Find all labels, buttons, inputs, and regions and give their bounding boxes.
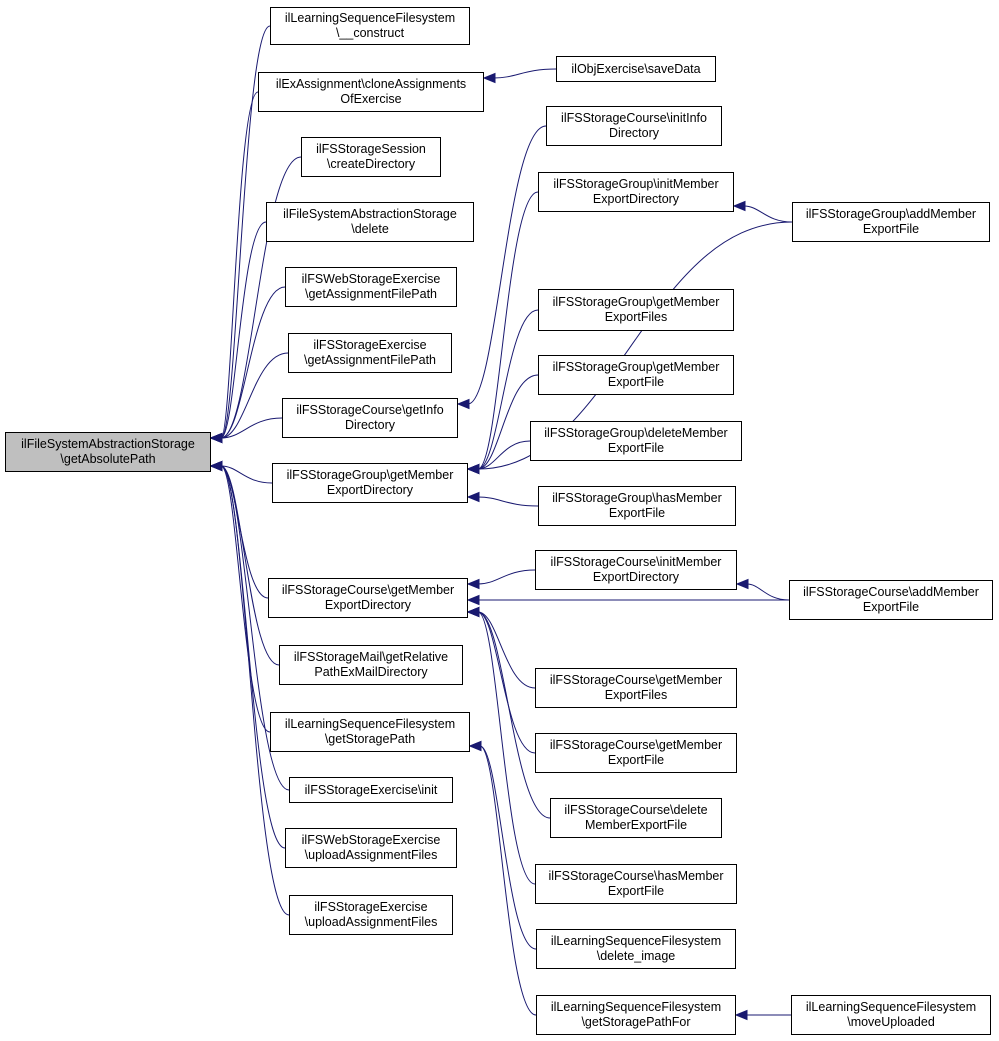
edge-course_initinfo-to-course_getinfo bbox=[467, 125, 547, 405]
arrowhead-group_hasfile-to-group_getdir bbox=[466, 491, 480, 503]
node-webexercise-uploadassignmentfiles[interactable]: ilFSWebStorageExercise\uploadAssignmentF… bbox=[285, 828, 457, 868]
node-lsfs-construct[interactable]: ilLearningSequenceFilesystem\__construct bbox=[270, 7, 470, 45]
edge-group_getdir-to-root bbox=[220, 465, 273, 484]
node-lsfs-moveuploaded[interactable]: ilLearningSequenceFilesystem\moveUploade… bbox=[791, 995, 991, 1035]
node-lsfs-getstoragepath[interactable]: ilLearningSequenceFilesystem\getStorageP… bbox=[270, 712, 470, 752]
arrowhead-lsfs_getpathfor-to-lsfs_getpath bbox=[468, 740, 482, 752]
arrowhead-course_initmember-to-course_getdir bbox=[466, 578, 480, 590]
edge-group_addmember-to-group_initmember bbox=[743, 205, 793, 223]
node-exercise-init[interactable]: ilFSStorageExercise\init bbox=[289, 777, 453, 803]
arrowhead-group_deletefile-to-group_getdir bbox=[466, 463, 480, 475]
edge-lsfs_getpathfor-to-lsfs_getpath bbox=[479, 745, 537, 1016]
edge-course_getfile-to-course_getdir bbox=[477, 611, 536, 754]
arrowhead-ex_upload-to-root bbox=[209, 460, 223, 472]
edge-group_getfiles-to-group_getdir bbox=[477, 309, 539, 470]
edge-fsas_delete-to-root bbox=[220, 221, 267, 439]
edge-lsfs_construct-to-root bbox=[220, 25, 271, 439]
arrowhead-course_addmember-to-course_initmember bbox=[735, 578, 749, 590]
edge-ex_init-to-root bbox=[220, 465, 290, 791]
arrowhead-course_getinfo-to-root bbox=[209, 432, 223, 444]
arrowhead-course_initinfo-to-course_getinfo bbox=[456, 398, 470, 410]
node-exercise-getassignmentfilepath[interactable]: ilFSStorageExercise\getAssignmentFilePat… bbox=[288, 333, 452, 373]
arrowhead-objex_save-to-exassign_clone bbox=[482, 72, 496, 84]
edge-course_getfiles-to-course_getdir bbox=[477, 611, 536, 689]
edge-course_deletefile-to-course_getdir bbox=[477, 611, 551, 819]
edge-course_addmember-to-course_initmember bbox=[746, 583, 790, 601]
edge-group_getfile-to-group_getdir bbox=[477, 374, 539, 470]
edge-exassign_clone-to-root bbox=[220, 91, 259, 439]
edge-course_hasfile-to-course_getdir bbox=[477, 611, 536, 885]
edge-group_deletefile-to-group_getdir bbox=[477, 440, 531, 470]
edge-mail_getrel-to-root bbox=[220, 465, 280, 666]
arrowhead-group_addmember-to-group_initmember bbox=[732, 200, 746, 212]
edge-webex_upload-to-root bbox=[220, 465, 286, 849]
edge-objex_save-to-exassign_clone bbox=[493, 68, 557, 79]
edge-group_hasfile-to-group_getdir bbox=[477, 496, 539, 507]
node-webexercise-getassignmentfilepath[interactable]: ilFSWebStorageExercise\getAssignmentFile… bbox=[285, 267, 457, 307]
node-fsas-delete[interactable]: ilFileSystemAbstractionStorage\delete bbox=[266, 202, 474, 242]
edge-webex_getpath-to-root bbox=[220, 286, 286, 439]
node-session-createdirectory[interactable]: ilFSStorageSession\createDirectory bbox=[301, 137, 441, 177]
edge-group_addmember-to-group_getdir bbox=[477, 221, 793, 470]
node-objexercise-savedata[interactable]: ilObjExercise\saveData bbox=[556, 56, 716, 82]
node-lsfs-deleteimage[interactable]: ilLearningSequenceFilesystem\delete_imag… bbox=[536, 929, 736, 969]
node-root-getabsolutepath: ilFileSystemAbstractionStorage\getAbsolu… bbox=[5, 432, 211, 472]
edge-session_createdir-to-root bbox=[220, 156, 302, 439]
edge-ex_upload-to-root bbox=[220, 465, 290, 916]
arrowhead-course_hasfile-to-course_getdir bbox=[466, 606, 480, 618]
edge-lsfs_getpath-to-root bbox=[220, 465, 271, 733]
edge-group_initmember-to-group_getdir bbox=[477, 191, 539, 470]
node-exercise-uploadassignmentfiles[interactable]: ilFSStorageExercise\uploadAssignmentFile… bbox=[289, 895, 453, 935]
edge-course_initmember-to-course_getdir bbox=[477, 569, 536, 585]
node-lsfs-getstoragepathfor[interactable]: ilLearningSequenceFilesystem\getStorageP… bbox=[536, 995, 736, 1035]
arrowhead-course_addmember-to-course_getdir bbox=[466, 594, 480, 606]
arrowhead-lsfs_move-to-lsfs_getpathfor bbox=[734, 1009, 748, 1021]
edge-lsfs_deleteimg-to-lsfs_getpath bbox=[479, 745, 537, 950]
edge-course_getinfo-to-root bbox=[220, 417, 283, 439]
edge-ex_getpath-to-root bbox=[220, 352, 289, 439]
